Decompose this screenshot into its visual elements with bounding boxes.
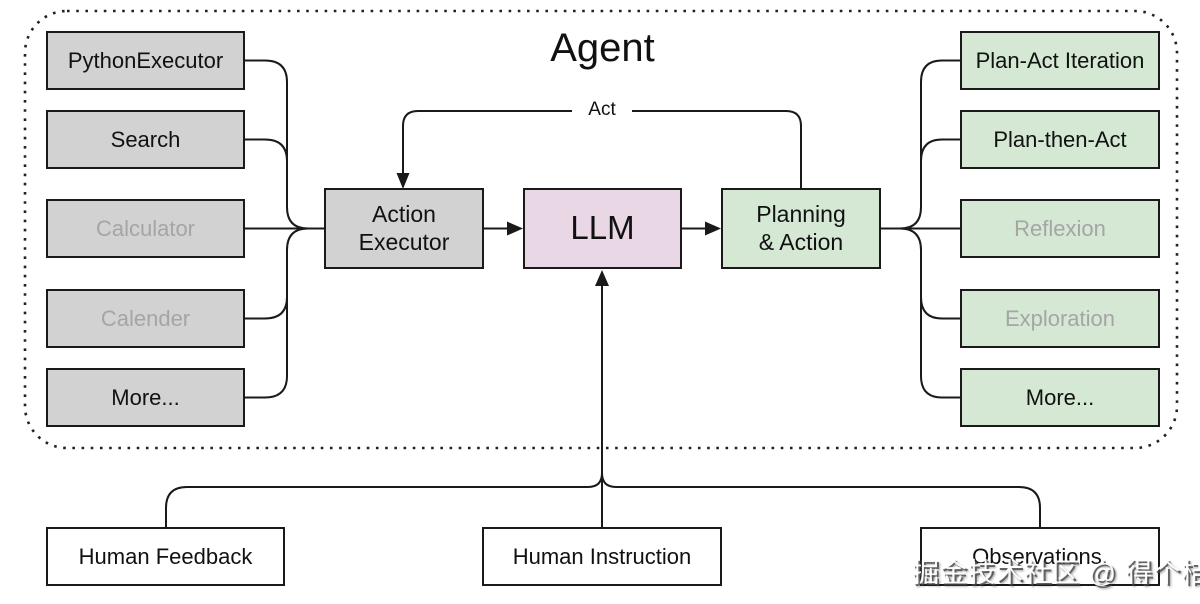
agent-title: Agent — [550, 26, 655, 70]
arrowhead-act-into-action-executor — [396, 173, 410, 189]
edge-plan-act-iteration — [881, 59, 960, 230]
node-planning-action: Planning & Action — [721, 188, 881, 269]
node-exploration: Exploration — [960, 289, 1160, 348]
node-calculator: Calculator — [46, 199, 245, 258]
edge-human-feedback-riser — [165, 472, 603, 527]
node-plan-then-act: Plan-then-Act — [960, 110, 1160, 169]
node-python-executor: PythonExecutor — [46, 31, 245, 90]
edge-calender — [245, 296, 288, 320]
node-more-tools: More... — [46, 368, 245, 427]
node-plan-act-iteration: Plan-Act Iteration — [960, 31, 1160, 90]
edge-plan-then-act — [920, 138, 960, 162]
node-human-feedback: Human Feedback — [46, 527, 285, 586]
node-calender: Calender — [46, 289, 245, 348]
arrowhead-into-llm-bottom — [595, 270, 609, 286]
edge-pythonexecutor — [245, 59, 324, 230]
edge-observations-riser — [601, 472, 1041, 527]
edge-more-right — [899, 227, 960, 399]
node-reflexion: Reflexion — [960, 199, 1160, 258]
edge-search — [245, 138, 288, 162]
edge-more-left — [245, 227, 324, 399]
arrowhead-into-planning-left — [705, 221, 721, 236]
arrowhead-into-llm-left — [507, 221, 523, 236]
node-more-strategies: More... — [960, 368, 1160, 427]
act-edge-label: Act — [572, 99, 632, 121]
edge-exploration — [920, 296, 960, 320]
node-llm: LLM — [523, 188, 682, 269]
node-action-executor: Action Executor — [324, 188, 484, 269]
agent-boundary-dotted-border — [23, 9, 1179, 450]
node-search: Search — [46, 110, 245, 169]
edge-act-loop — [402, 110, 802, 188]
node-observations: Observations. — [920, 527, 1160, 586]
node-human-instruction: Human Instruction — [482, 527, 722, 586]
